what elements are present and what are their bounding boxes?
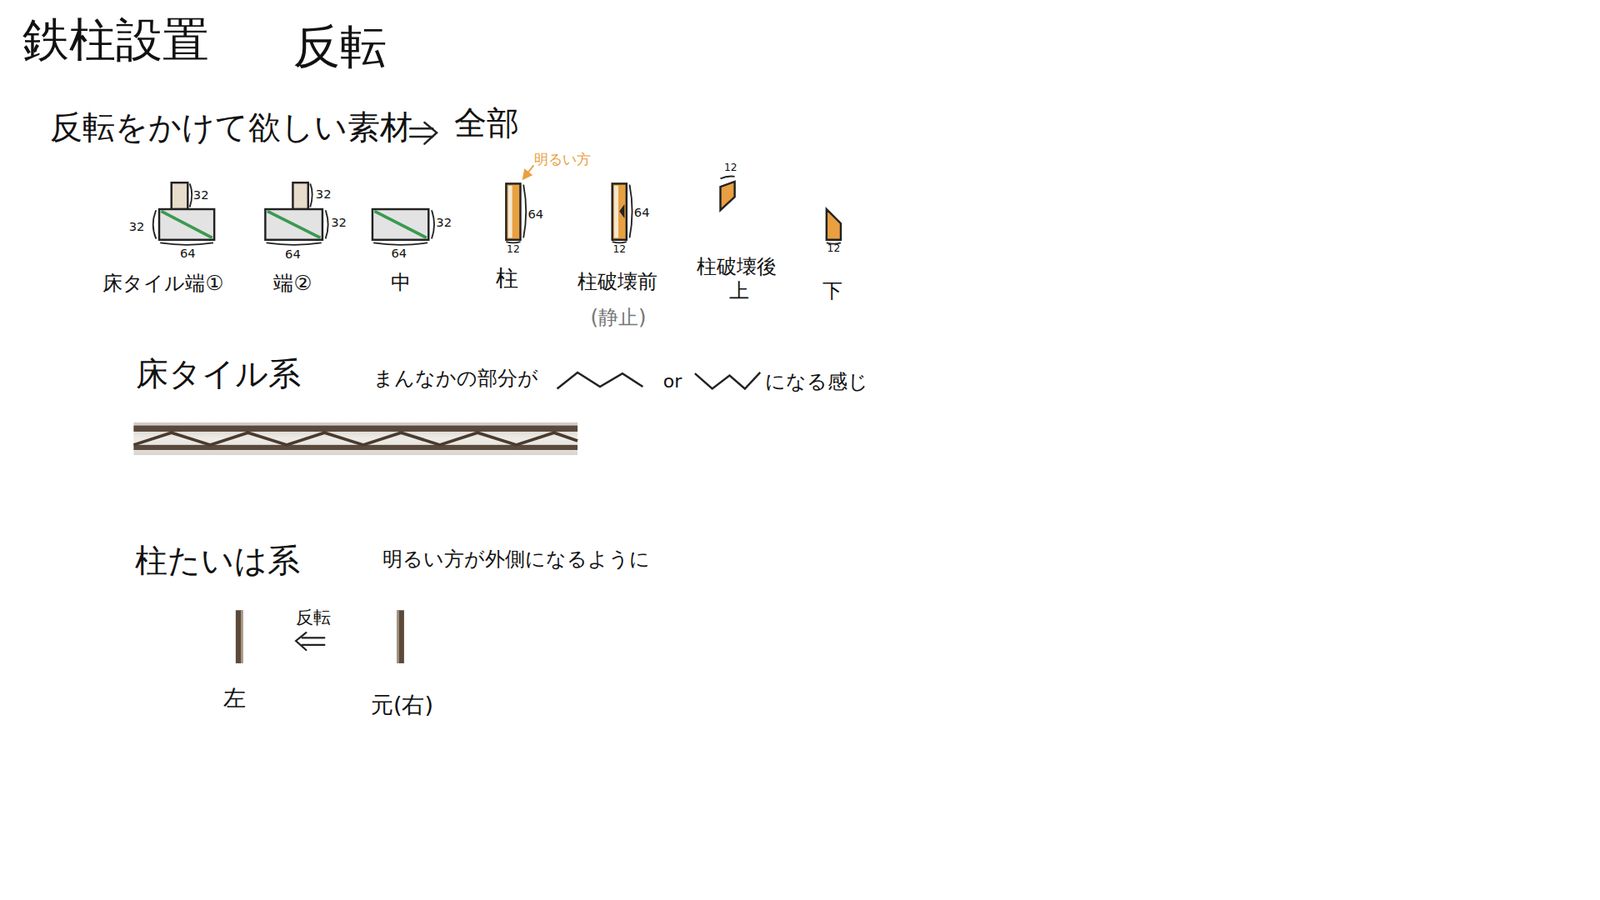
sketch-path: [190, 183, 192, 207]
sketch-rect: [396, 610, 405, 664]
sketch-path: [720, 176, 735, 180]
dimension-number: 32: [435, 215, 452, 230]
dimension-number: 12: [827, 243, 841, 255]
zigzag-valleys: [695, 372, 760, 390]
dimension-number: 64: [180, 246, 196, 260]
pillar-right: [396, 610, 405, 664]
sprite-caption: 上: [729, 280, 750, 303]
sketch-polygon: [720, 181, 735, 210]
dimension-number: 32: [129, 220, 145, 234]
sketch-path: [424, 122, 437, 145]
position-label: 元(右): [370, 692, 434, 718]
note-text: 明るい方が外側になるように: [382, 548, 650, 571]
sketch-path: [619, 204, 625, 219]
dimension-number: 64: [634, 205, 650, 220]
sketch-rect: [612, 183, 627, 240]
sketch-path: [410, 127, 433, 130]
sketch-path: [373, 242, 428, 245]
note-text: or: [663, 371, 683, 392]
sketch-path: [160, 242, 214, 245]
flip-arrow: [295, 632, 325, 650]
sketch-polyline: [133, 432, 578, 445]
state-note: (静止): [590, 305, 646, 329]
sketch-rect: [505, 183, 520, 240]
pillar-left: [235, 610, 244, 664]
sprite-caption: 柱破壊前: [577, 270, 658, 293]
zigzag-peaks: [557, 372, 644, 390]
dimension-number: 32: [193, 188, 210, 202]
sketch-rect: [396, 610, 399, 664]
sprite-caption: 下: [822, 280, 843, 303]
sketch-rect: [292, 182, 308, 210]
sketch-path: [523, 185, 526, 239]
note-text: 反転をかけて欲しい素材: [50, 110, 413, 146]
pillar-sprite: [505, 165, 534, 243]
note-text: まんなかの部分が: [373, 367, 539, 390]
dimension-number: 64: [390, 246, 407, 260]
sketch-path: [612, 241, 627, 243]
sketch-line: [267, 210, 321, 238]
tile-middle-sprite: [372, 209, 435, 245]
sprite-caption: 中: [390, 271, 411, 295]
sketch-rect: [240, 610, 243, 664]
sprite-caption: 柱: [495, 265, 519, 291]
pillar-broken-top-sprite: [720, 176, 735, 211]
section-heading: 柱たいは系: [135, 543, 300, 580]
sketch-path: [523, 165, 534, 179]
page-title: 鉄柱設置: [22, 14, 210, 66]
callout-text: 明るい方: [534, 151, 591, 168]
sketch-path: [301, 636, 325, 639]
sprite-caption: 柱破壊後: [696, 255, 777, 278]
dimension-number: 12: [612, 244, 626, 255]
dimension-number: 64: [527, 207, 544, 221]
position-label: 左: [223, 685, 246, 711]
sketch-rect: [159, 209, 215, 240]
sketch-rect: [235, 610, 244, 664]
sketch-rect: [614, 185, 619, 238]
pillar-before-break-sprite: [612, 183, 633, 243]
sketch-rect: [372, 209, 429, 240]
flip-label: 反転: [295, 607, 331, 627]
sketch-line: [160, 210, 212, 238]
section-heading: 床タイル系: [135, 356, 301, 393]
sketch-rect: [133, 422, 578, 455]
sketch-polygon: [826, 209, 841, 240]
tile-end-1-sprite: [153, 182, 215, 245]
double-arrow: [410, 122, 437, 145]
dimension-number: 12: [724, 162, 738, 174]
sketch-path: [505, 241, 520, 243]
sketch-path: [630, 185, 633, 239]
sprite-caption: 床タイル端①: [102, 272, 224, 295]
sketch-path: [266, 242, 322, 245]
dimension-number: 12: [506, 244, 520, 255]
sketch-path: [431, 210, 435, 239]
sprite-caption: 端②: [273, 272, 312, 295]
heading-part: 反転: [293, 20, 387, 73]
sketch-rect: [265, 209, 323, 240]
sketch-path: [310, 183, 312, 207]
sketch-path: [325, 210, 329, 239]
pillar-broken-bottom-sprite: [826, 209, 841, 245]
dimension-number: 64: [285, 247, 301, 261]
floor-tile-strip: [133, 422, 578, 455]
sketch-rect: [508, 185, 513, 238]
sketch-path: [301, 644, 325, 646]
sketch-path: [295, 632, 306, 650]
sketch-path: [410, 135, 433, 138]
sketch-rect: [171, 182, 189, 210]
note-text: 全部: [454, 105, 520, 142]
sketch-rect: [133, 445, 578, 450]
dimension-number: 32: [315, 187, 332, 201]
note-text: になる感じ: [765, 370, 869, 393]
sketch-line: [374, 210, 426, 238]
dimension-number: 32: [330, 215, 347, 230]
sketch-rect: [133, 425, 578, 432]
sketch-path: [153, 210, 157, 239]
